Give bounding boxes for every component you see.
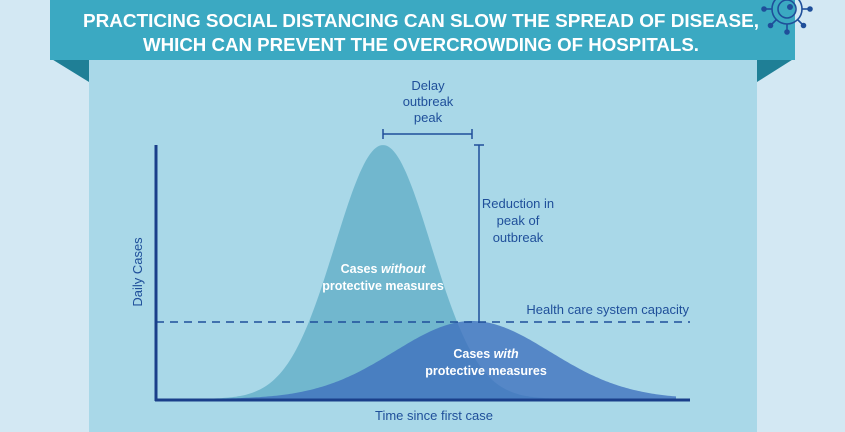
- banner-title-line-2: WHICH CAN PREVENT THE OVERCROWDING OF HO…: [143, 34, 699, 55]
- curve-without-label-line-2: protective measures: [322, 279, 444, 293]
- curve-with-measures: [200, 321, 676, 399]
- banner-fold-left: [50, 58, 89, 82]
- curve-with-label-line-1: Cases with: [453, 347, 519, 361]
- delay-bracket: [382, 129, 473, 139]
- delay-label-line-3: peak: [414, 110, 443, 125]
- curve-without-measures: [158, 145, 640, 399]
- capacity-label: Health care system capacity: [526, 302, 689, 317]
- reduction-bracket: [474, 144, 484, 323]
- title-banner: [50, 0, 795, 60]
- banner-fold-right: [757, 58, 795, 82]
- reduction-label-line-3: outbreak: [493, 230, 544, 245]
- virus-icon: [761, 0, 813, 35]
- y-axis-label: Daily Cases: [130, 237, 145, 307]
- x-axis-label: Time since first case: [375, 408, 493, 423]
- reduction-label-line-2: peak of: [497, 213, 540, 228]
- delay-label-line-2: outbreak: [403, 94, 454, 109]
- reduction-label-line-1: Reduction in: [482, 196, 554, 211]
- curve-without-label-line-1: Cases without: [341, 262, 427, 276]
- curve-with-label-line-2: protective measures: [425, 364, 547, 378]
- banner-title-line-1: PRACTICING SOCIAL DISTANCING CAN SLOW TH…: [83, 10, 759, 31]
- delay-label-line-1: Delay: [411, 78, 445, 93]
